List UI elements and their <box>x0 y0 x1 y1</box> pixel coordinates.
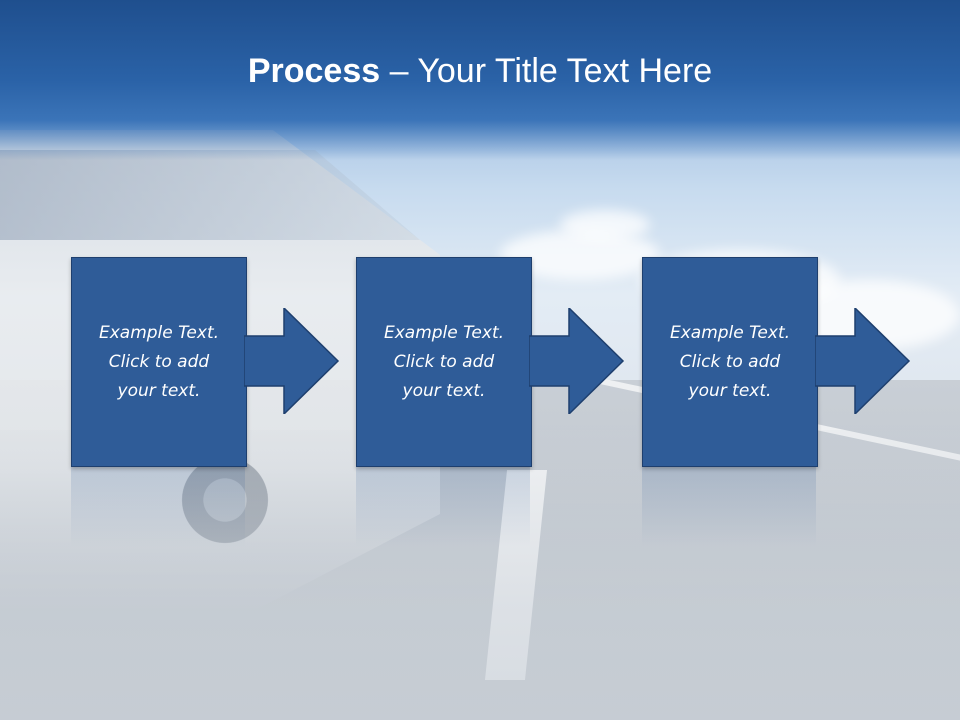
process-step-2[interactable]: Example Text. Click to add your text. <box>356 257 532 467</box>
cloud <box>560 210 650 240</box>
title-band <box>0 0 960 160</box>
arrow-right-icon <box>815 308 911 414</box>
step-reflection <box>71 467 245 547</box>
process-step-3-text[interactable]: Example Text. Click to add your text. <box>669 322 791 401</box>
slide-title: Process – Your Title Text Here <box>0 52 960 91</box>
title-bold-part: Process <box>247 52 381 90</box>
arrow-right-icon <box>529 308 625 414</box>
step-reflection <box>642 467 816 547</box>
process-step-2-text[interactable]: Example Text. Click to add your text. <box>383 322 505 401</box>
process-step-1[interactable]: Example Text. Click to add your text. <box>71 257 247 467</box>
background-fade <box>0 430 960 720</box>
process-step-3[interactable]: Example Text. Click to add your text. <box>642 257 818 467</box>
arrow-right-icon <box>244 308 340 414</box>
step-reflection <box>356 467 530 547</box>
title-rest-part: – Your Title Text Here <box>380 52 713 90</box>
process-step-1-text[interactable]: Example Text. Click to add your text. <box>98 322 220 401</box>
